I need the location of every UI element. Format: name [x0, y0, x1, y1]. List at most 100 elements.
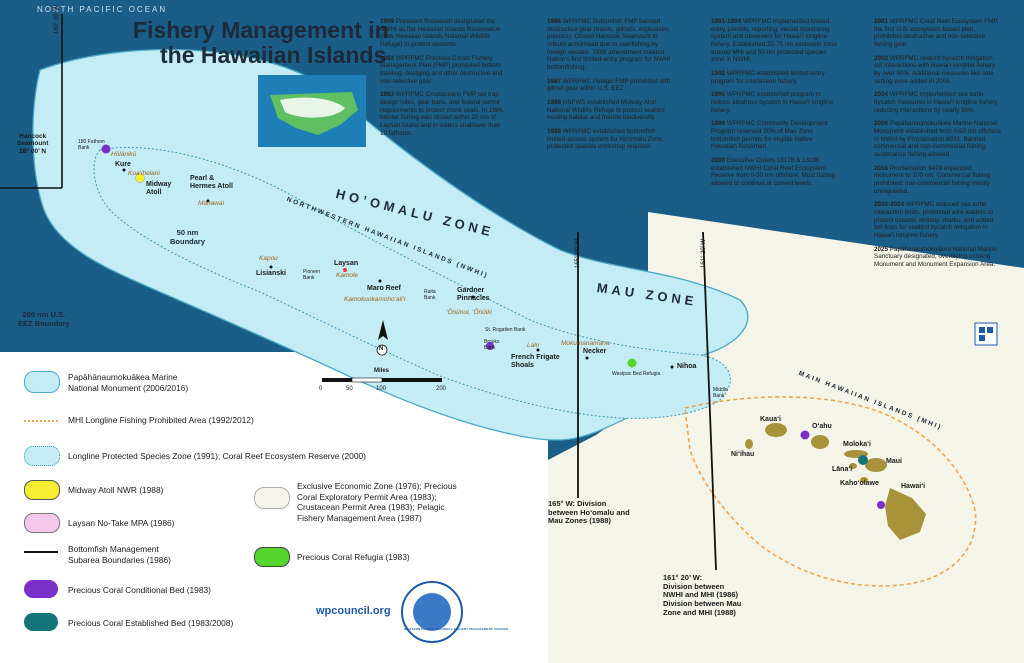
timeline-text: WPRFMC Community Development Program res… [711, 120, 828, 151]
pearl-label: Pearl & Hermes Atoll [190, 175, 233, 191]
midway-label: Midway Atoll [146, 181, 172, 197]
seal-globe [413, 593, 451, 631]
kamole-label: Kamole [336, 272, 359, 279]
scale-tick-0: 0 [319, 386, 323, 392]
necker-label: Necker [583, 348, 607, 355]
legend-label-eez: Exclusive Economic Zone (1976); Precious… [297, 481, 457, 523]
timeline-text: WPRFMC Precious Corals Fishery Managemen… [380, 54, 503, 85]
timeline-entry: 2004 WPRFMC implemented sea turtle bycat… [874, 91, 1002, 114]
timeline-year: 1992 [711, 70, 727, 78]
timeline-text: WPRFMC implemented limited-entry, permit… [711, 18, 837, 64]
meridian-161-label: 161° 20’ W [701, 238, 707, 268]
legend-swatch-midway [24, 480, 60, 500]
timeline-entry: 1983 WPRFMC Crustaceans FMP set trap des… [380, 91, 508, 137]
timeline-column-2: 1986 WPRFMC Bottomfish FMP banned destru… [547, 18, 675, 157]
timeline-text: WPRFMC implemented sea turtle bycatch me… [874, 91, 999, 114]
kuaihelani-label: Kua’ihelani [128, 170, 160, 177]
lalo-label: Lalo [527, 342, 540, 349]
legend-swatch-refugia [254, 547, 290, 567]
timeline-year: 1991-1994 [711, 18, 743, 25]
legend-label-established: Precious Coral Established Bed (1983/200… [68, 618, 234, 628]
legend-swatch-protected [24, 446, 60, 466]
timeline-entry: 2016 Proclamation 9478 expanded monument… [874, 165, 1002, 196]
kapou-label: Kapou [259, 255, 278, 262]
timeline-text: WPRFMC established bottomfish limited-ac… [547, 128, 664, 151]
timeline-year: 2006 [874, 120, 890, 128]
timeline-text: Papāhanaumokuākea National Marine Sanctu… [874, 245, 997, 269]
island-lanai [849, 463, 857, 469]
maro-dot [378, 279, 382, 283]
timeline-year: 1909 [380, 18, 396, 25]
lanai-label: Lāna‘i [832, 466, 853, 473]
qr-code [974, 322, 998, 346]
timeline-year: 1988 [547, 99, 563, 107]
legend-swatch-bottomfish [24, 551, 58, 553]
legend-swatch-laysan [24, 513, 60, 533]
conditional-bed-hawaii [877, 501, 885, 509]
niihau-label: Ni‘ihau [731, 451, 755, 458]
legend-label-monument: Papāhānaumokuākea Marine National Monume… [68, 372, 189, 393]
timeline-text: President Roosevelt designated the NWHI … [380, 18, 501, 49]
timeline-year: 1983 [380, 91, 396, 99]
website-label: wpcouncil.org [316, 605, 391, 617]
maui-label: Maui [886, 458, 902, 465]
timeline-year: 1999 [711, 120, 727, 128]
conditional-bed-brooks [486, 342, 494, 350]
middle-bank-label: Middle Bank [713, 387, 728, 399]
legend-label-conditional: Precious Coral Conditional Bed (1983) [68, 585, 211, 595]
timeline-text: WPRFMC established limited-entry program… [711, 70, 825, 85]
ffs-dot [536, 348, 540, 352]
gardner-dot [471, 295, 475, 299]
scale-tick-100: 100 [376, 386, 387, 392]
island-hawaii [885, 488, 926, 540]
island-kauai [765, 423, 787, 437]
conditional-bed-oahu [800, 430, 810, 440]
seal-ring-text: WESTERN PACIFIC REGIONAL FISHERY MANAGEM… [404, 627, 510, 631]
st-rogatien-label: St. Rogatien Bank [485, 327, 526, 333]
kamokuokamohoali-label: Kamokuokamoho‘ali‘i [344, 296, 406, 303]
kure-dot [122, 168, 126, 172]
conditional-bed-180 [101, 144, 111, 154]
scale-tick-50: 50 [346, 386, 353, 392]
north-arrow [378, 320, 388, 340]
legend-swatch-mhi [24, 420, 58, 422]
nihoa-label: Nihoa [677, 363, 697, 370]
kure-label: Kure [115, 161, 131, 168]
molokai-label: Moloka‘i [843, 441, 872, 448]
timeline-text: WPRFMC established program to reduce alb… [711, 91, 834, 114]
ffs-label: French Frigate Shoals [511, 354, 560, 370]
timeline-text: USFWS established Midway Atoll National … [547, 99, 665, 122]
title-panel [62, 14, 905, 20]
laysan-dot [343, 268, 347, 272]
meridian-165-label: 165° 00’ W [575, 238, 581, 268]
oahu-label: O‘ahu [812, 423, 832, 430]
scale-seg-1 [322, 378, 352, 382]
north-circle [376, 344, 388, 356]
island-oahu [811, 435, 829, 449]
timeline-text: WPRFMC Coral Reef Ecosystem FMP, the fir… [874, 18, 999, 49]
timeline-year: 2016 [874, 164, 890, 172]
boundary-50-label: 50 nm Boundary [170, 228, 206, 246]
midway-marker [135, 173, 145, 183]
timeline-text: WPRFMC Pelagic FMP prohibited drift gill… [547, 77, 671, 93]
kauai-label: Kaua‘i [760, 416, 782, 423]
timeline-year: 1988 [547, 128, 563, 136]
onunui-label: ‘Ōnūnui, ‘Ōnūiki [446, 309, 492, 316]
eez-label: 200 nm U.S. EEZ Boundary [18, 310, 70, 328]
island-maui [865, 458, 887, 472]
scale-miles-label: Miles [374, 368, 390, 374]
holoniku-label: Hōlānikū [111, 151, 137, 158]
timeline-text: WPRFMC Bottomfish FMP banned destructive… [547, 18, 671, 72]
legend-label-laysan: Laysan No-Take MPA (1986) [68, 518, 175, 528]
timeline-column-3: 1991-1994 WPRFMC implemented limited-ent… [711, 18, 839, 194]
ocean-label: NORTH PACIFIC OCEAN [37, 5, 168, 14]
timeline-entry: 1983 WPRFMC Precious Corals Fishery Mana… [380, 55, 508, 86]
legend-label-bottomfish: Bottomfish Management Subarea Boundaries… [68, 544, 171, 565]
lisianski-dot [269, 265, 273, 269]
lisianski-label: Lisianski [256, 270, 286, 277]
timeline-entry: 1909 President Roosevelt designated the … [380, 18, 508, 49]
timeline-entry: 1991-1994 WPRFMC implemented limited-ent… [711, 18, 839, 64]
pioneer-label: Pioneer Bank [303, 269, 321, 281]
